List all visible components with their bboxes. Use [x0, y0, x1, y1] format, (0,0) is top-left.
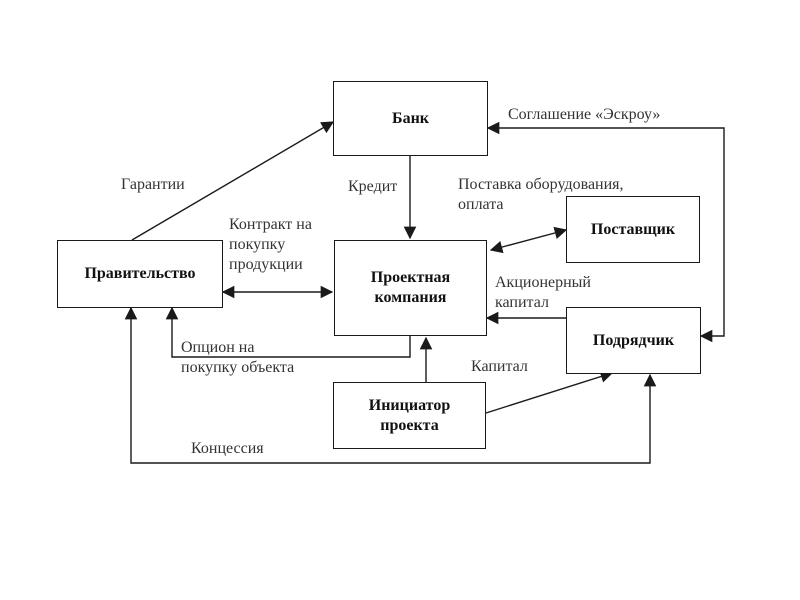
government-box: Правительство — [57, 240, 223, 308]
contractor-label: Подрядчик — [592, 331, 675, 349]
project-company-label-line1: Проектная — [370, 269, 451, 286]
government-label: Правительство — [84, 265, 196, 282]
option-label-line2: покупку объекта — [181, 359, 295, 376]
project-company-label-line2: компания — [374, 289, 447, 306]
supply-label: Поставка оборудования, оплата — [458, 175, 624, 215]
guarantees-label: Гарантии — [121, 176, 185, 193]
capital-arrow — [485, 370, 614, 414]
purchase-contract-label: Контракт на покупку продукции — [229, 215, 312, 275]
initiator-label-line2: проекта — [380, 416, 439, 434]
project-company-box: Проектная компания — [334, 240, 487, 336]
concession-arrow — [124, 306, 657, 464]
contractor-box: Подрядчик — [566, 307, 701, 374]
bank-box: Банк — [333, 81, 488, 156]
supplier-box: Поставщик — [566, 196, 700, 263]
equity-label-line1: Акционерный — [495, 274, 591, 291]
guarantees-arrow — [131, 121, 335, 241]
purchase-contract-line1: Контракт на — [229, 216, 312, 233]
concession-label: Концессия — [191, 440, 264, 457]
supply-label-line2: оплата — [458, 196, 504, 213]
option-label-line1: Опцион на — [181, 339, 255, 356]
purchase-contract-line3: продукции — [229, 256, 303, 273]
capital-label: Капитал — [471, 358, 528, 375]
supply-arrow — [489, 226, 568, 254]
supply-label-line1: Поставка оборудования, — [458, 176, 624, 193]
equity-label: Акционерный капитал — [495, 273, 591, 313]
escrow-arrow — [486, 121, 725, 343]
initiator-label-line1: Инициатор — [368, 396, 451, 414]
credit-label: Кредит — [348, 178, 398, 195]
escrow-label: Соглашение «Эскроу» — [508, 106, 661, 123]
supplier-label: Поставщик — [590, 220, 676, 238]
bank-label: Банк — [391, 109, 429, 127]
equity-label-line2: капитал — [495, 294, 549, 311]
initiator-box: Инициатор проекта — [333, 382, 486, 449]
purchase-contract-line2: покупку — [229, 236, 286, 253]
option-label: Опцион на покупку объекта — [181, 338, 294, 378]
